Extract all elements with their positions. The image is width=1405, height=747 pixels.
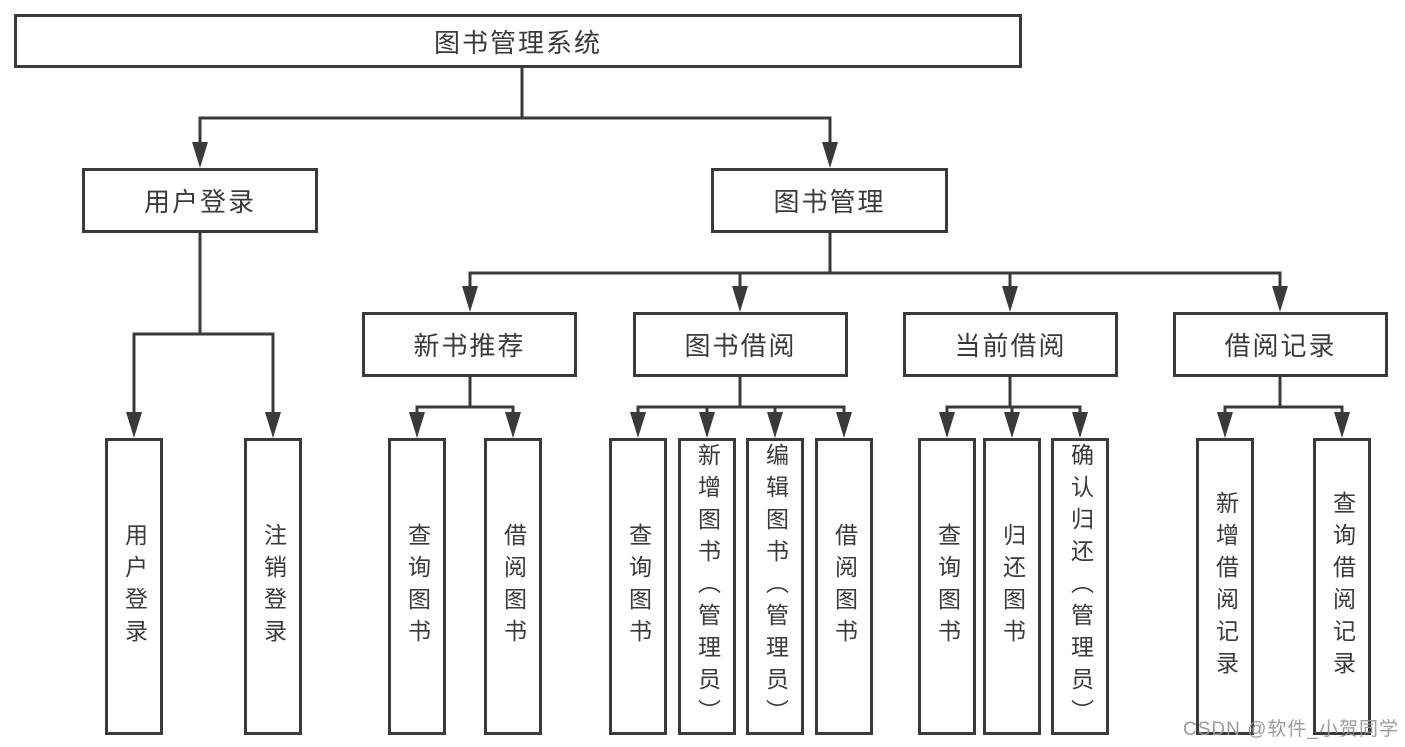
node-leaf-query-borrow-record: 查询借阅记录 [1313, 438, 1371, 735]
arrow-down-icon [409, 412, 425, 438]
node-leaf-edit-book-admin: 编辑图书（管理员） [746, 438, 804, 735]
connector-new-book-rec-to-leaves [415, 375, 515, 422]
arrow-down-icon [1072, 412, 1088, 438]
arrow-down-icon [1272, 286, 1288, 312]
connector-book-borrow-to-leaves [636, 375, 846, 422]
node-new-book-rec: 新书推荐 [362, 312, 577, 377]
arrow-down-icon [699, 412, 715, 438]
arrow-down-icon [630, 412, 646, 438]
node-leaf-logout: 注销登录 [244, 438, 302, 735]
node-book-management: 图书管理 [711, 168, 948, 233]
leaf-label: 新增图书（管理员） [694, 442, 721, 731]
connector-user-login-to-leaves [132, 231, 275, 422]
leaf-label: 确认归还（管理员） [1067, 442, 1094, 731]
arrow-down-icon [732, 286, 748, 312]
leaf-label: 编辑图书（管理员） [762, 442, 789, 731]
leaf-label: 查询图书 [625, 522, 652, 651]
leaf-label: 用户登录 [121, 522, 148, 651]
connector-borrow-records-to-leaves [1223, 375, 1344, 422]
arrow-down-icon [767, 412, 783, 438]
node-leaf-query-book: 查询图书 [609, 438, 667, 735]
node-current-borrow: 当前借阅 [903, 312, 1118, 377]
node-leaf-user-login: 用户登录 [105, 438, 163, 735]
node-leaf-query-current: 查询图书 [918, 438, 976, 735]
leaf-label: 新增借阅记录 [1212, 490, 1239, 683]
arrow-down-icon [1002, 286, 1018, 312]
arrow-down-icon [939, 412, 955, 438]
leaf-label: 查询借阅记录 [1329, 490, 1356, 683]
node-leaf-add-borrow-record: 新增借阅记录 [1196, 438, 1254, 735]
watermark-text: CSDN @软件_小贺同学 [1183, 719, 1399, 740]
arrow-down-icon [126, 412, 142, 438]
arrow-down-icon [822, 142, 838, 168]
arrow-down-icon [265, 412, 281, 438]
node-new-book-rec-label: 新书推荐 [413, 331, 526, 361]
leaf-label: 查询图书 [934, 522, 961, 651]
node-borrow-records-label: 借阅记录 [1224, 331, 1337, 361]
leaf-label: 借阅图书 [500, 522, 527, 651]
arrow-down-icon [1334, 412, 1350, 438]
leaf-label: 查询图书 [404, 522, 431, 651]
arrow-down-icon [192, 142, 208, 168]
arrow-down-icon [462, 286, 478, 312]
arrow-down-icon [836, 412, 852, 438]
node-root-label: 图书管理系统 [433, 27, 602, 58]
node-leaf-confirm-return-admin: 确认归还（管理员） [1051, 438, 1109, 735]
node-book-borrow-label: 图书借阅 [684, 331, 797, 361]
arrow-down-icon [505, 412, 521, 438]
node-leaf-query-book-rec: 查询图书 [388, 438, 446, 735]
leaf-label: 注销登录 [260, 522, 287, 651]
node-root: 图书管理系统 [14, 14, 1022, 68]
arrow-down-icon [1217, 412, 1233, 438]
node-leaf-borrow-book: 借阅图书 [815, 438, 873, 735]
node-book-management-label: 图书管理 [773, 187, 886, 217]
node-current-borrow-label: 当前借阅 [954, 331, 1067, 361]
node-borrow-records: 借阅记录 [1173, 312, 1388, 377]
node-user-login: 用户登录 [82, 168, 318, 233]
leaf-label: 归还图书 [999, 522, 1026, 651]
node-leaf-borrow-book-rec: 借阅图书 [484, 438, 542, 735]
arrow-down-icon [1004, 412, 1020, 438]
node-leaf-add-book-admin: 新增图书（管理员） [678, 438, 736, 735]
leaf-label: 借阅图书 [831, 522, 858, 651]
connector-current-borrow-to-leaves [945, 375, 1082, 422]
connector-book-management-to-level3 [468, 231, 1282, 296]
node-book-borrow: 图书借阅 [633, 312, 848, 377]
node-user-login-label: 用户登录 [143, 187, 256, 217]
node-leaf-return-book: 归还图书 [983, 438, 1041, 735]
connector-root-to-level2 [198, 66, 832, 152]
